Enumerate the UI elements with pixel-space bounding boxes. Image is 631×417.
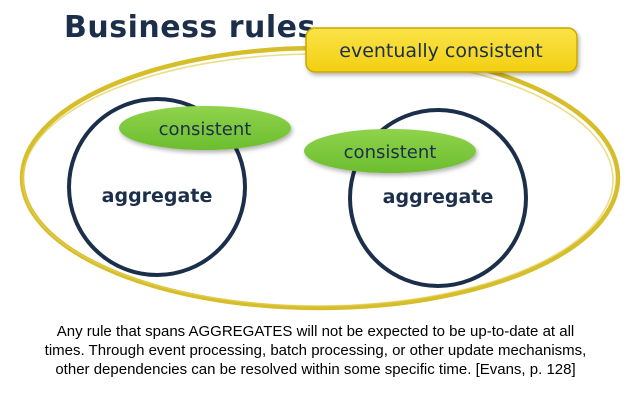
consistent-badge-right <box>304 129 476 173</box>
right-aggregate-label: aggregate <box>383 186 494 208</box>
consistent-badge-left <box>119 106 291 150</box>
eventually-consistent-label: eventually consistent <box>339 40 542 62</box>
slide-title: Business rules <box>64 10 316 45</box>
eventually-consistent-box <box>305 27 578 73</box>
right-aggregate-circle <box>348 108 528 288</box>
left-aggregate-circle <box>67 97 247 277</box>
outer-boundary-ellipse <box>19 45 621 311</box>
consistent-label-right: consistent <box>344 142 437 163</box>
left-aggregate-label: aggregate <box>102 185 213 207</box>
consistent-label-left: consistent <box>159 119 252 140</box>
caption-quote: Any rule that spans AGGREGATES will not … <box>44 323 587 378</box>
